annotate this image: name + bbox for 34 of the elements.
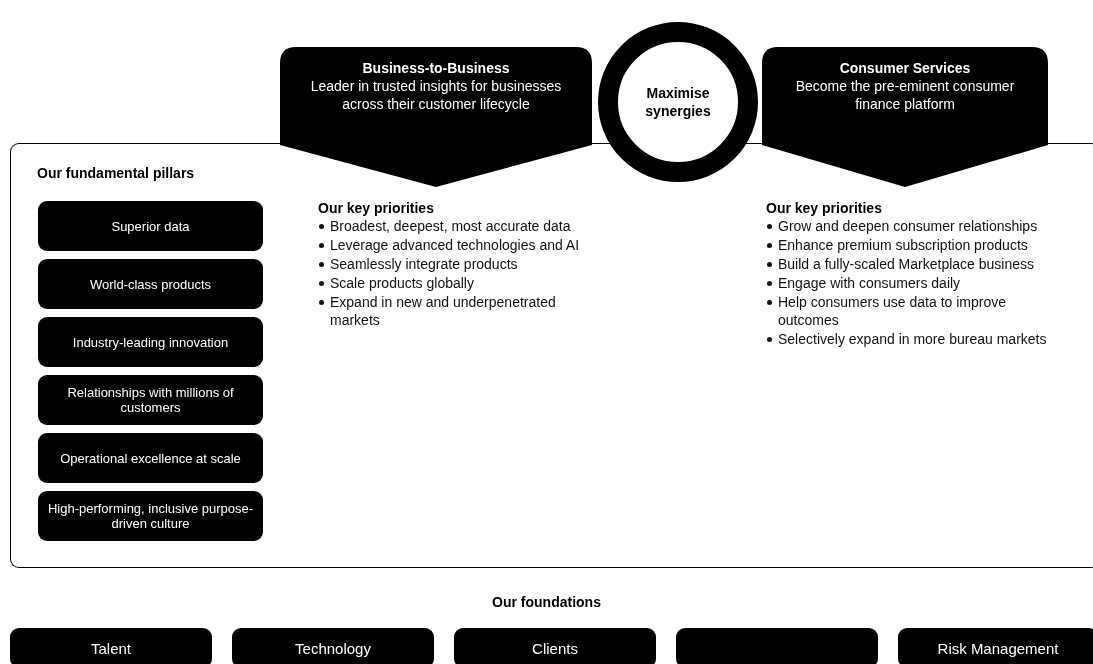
foundation-pill: Clients <box>454 628 656 664</box>
bullet-item: Engage with consumers daily <box>778 274 962 292</box>
bullet-item: Broadest, deepest, most accurate data <box>330 217 572 235</box>
foundation-pill: Technology <box>232 628 434 664</box>
pentagon-banner <box>762 47 1048 187</box>
foundation-pill: Risk Management <box>898 628 1093 664</box>
pentagon-banner <box>280 47 592 187</box>
bullet-item: Expand in new and underpenetrated markets <box>330 293 557 329</box>
pillar-tile: High-performing, inclusive purpose-driven culture <box>38 491 263 541</box>
banner-text: Become the pre-eminent consumer finance platform <box>794 77 1016 113</box>
foundation-pill: Talent <box>10 628 212 664</box>
bullet-item: Scale products globally <box>330 274 475 292</box>
pillar-tile: Superior data <box>38 201 263 251</box>
bullet-item: Grow and deepen consumer relationships <box>778 217 1039 235</box>
bullet-item: Seamlessly integrate products <box>330 255 519 273</box>
bullet-item: Leverage advanced technologies and AI <box>330 236 581 254</box>
banner-text: Leader in trusted insights for businesses across their customer lifecycle <box>309 77 563 113</box>
section-heading: Our foundations <box>492 594 601 610</box>
banner-title: Consumer Services <box>838 59 972 77</box>
bullet-item: Selectively expand in more bureau markets <box>778 330 1048 348</box>
pillar-tile: World-class products <box>38 259 263 309</box>
section-heading: Our key priorities <box>318 200 435 216</box>
bullet-item: Build a fully-scaled Marketplace business <box>778 255 1035 273</box>
foundation-pill <box>676 628 878 664</box>
bullet-item: Help consumers use data to improve outcomes <box>778 293 1007 329</box>
pillar-tile: Operational excellence at scale <box>38 433 263 483</box>
bullet-item: Enhance premium subscription products <box>778 236 1029 254</box>
panel-outline <box>10 143 1093 568</box>
pillar-tile: Industry-leading innovation <box>38 317 263 367</box>
synergy-ring: Maximise synergies <box>598 22 758 182</box>
section-heading: Our fundamental pillars <box>37 165 196 181</box>
banner-title: Business-to-Business <box>361 59 511 77</box>
section-heading: Our key priorities <box>766 200 883 216</box>
pillar-tile: Relationships with millions of customers <box>38 375 263 425</box>
